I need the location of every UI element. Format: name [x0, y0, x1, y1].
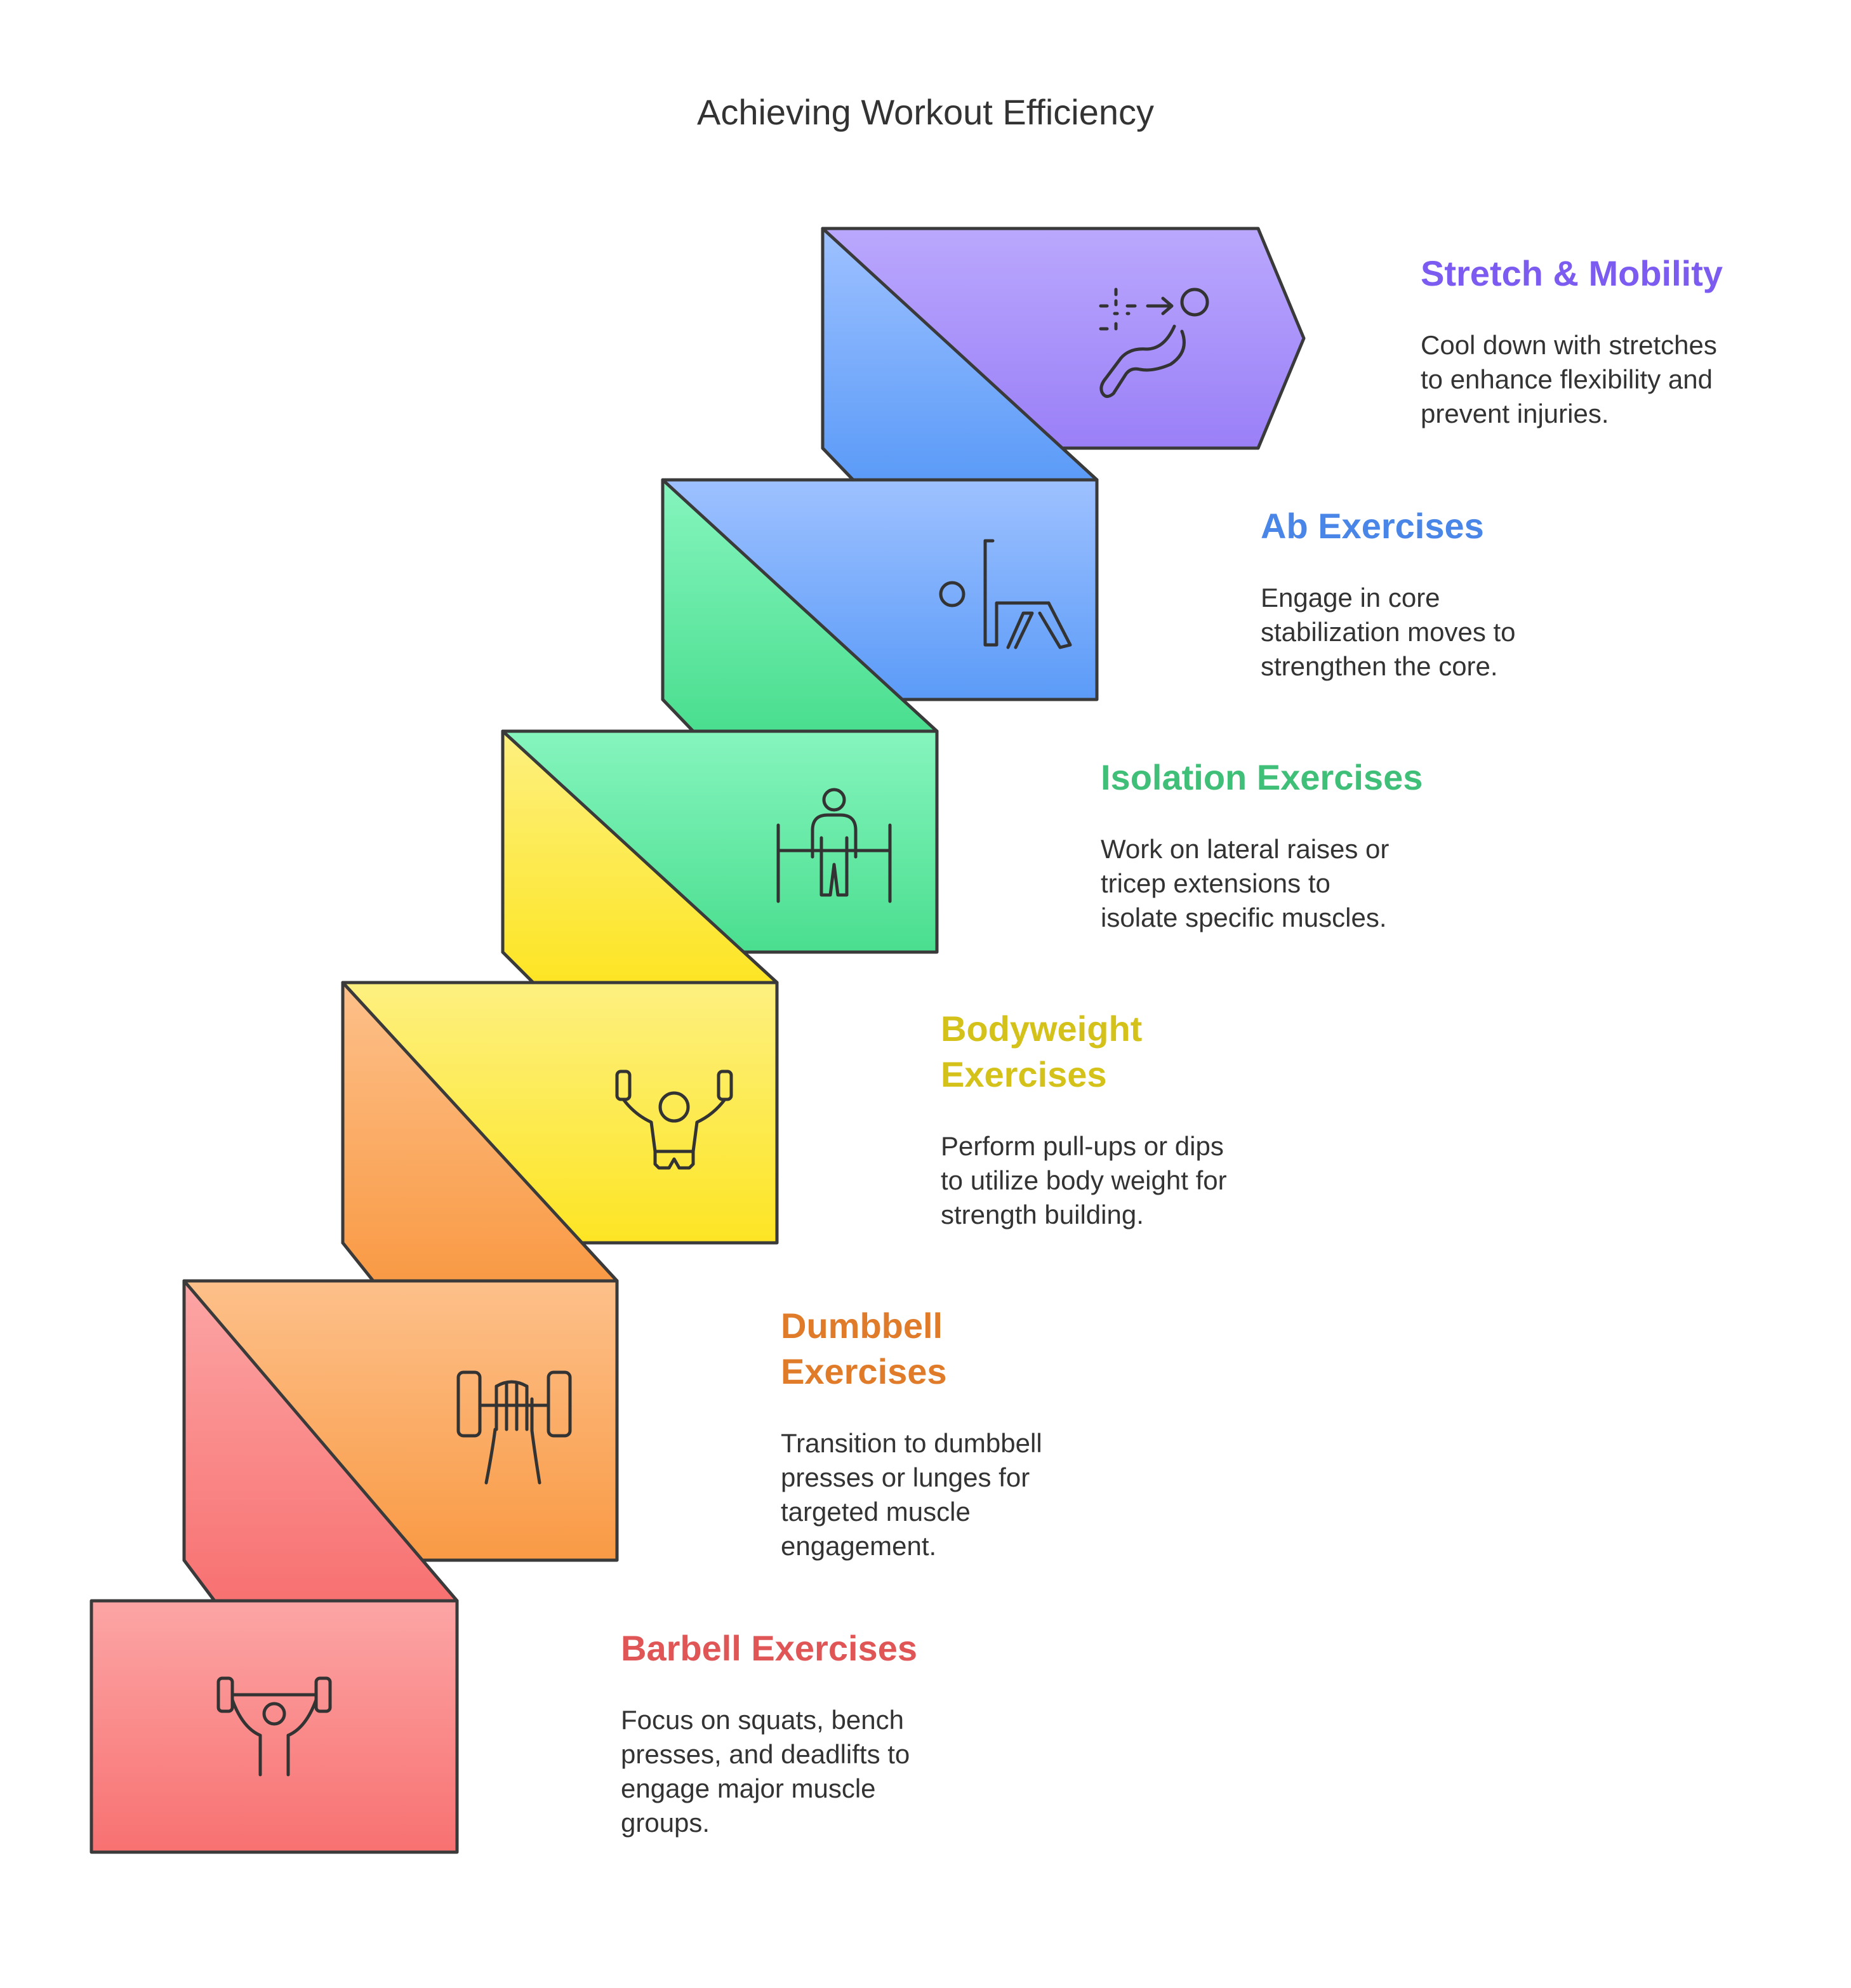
- step-title-bodyweight: Exercises: [941, 1054, 1107, 1094]
- fold-barbell: [182, 1279, 459, 1603]
- step-description-bodyweight: strength building.: [941, 1200, 1144, 1229]
- step-description-stretch: to enhance flexibility and: [1421, 364, 1713, 394]
- step-description-ab: strengthen the core.: [1261, 651, 1498, 681]
- step-description-stretch: prevent injuries.: [1421, 399, 1609, 428]
- step-title-stretch: Stretch & Mobility: [1421, 253, 1723, 293]
- step-description-dumbbell: presses or lunges for: [781, 1462, 1030, 1492]
- fold-dumbbell: [341, 981, 619, 1283]
- step-description-ab: stabilization moves to: [1261, 617, 1516, 647]
- step-description-bodyweight: to utilize body weight for: [941, 1165, 1227, 1195]
- step-title-ab: Ab Exercises: [1261, 506, 1484, 546]
- step-description-dumbbell: targeted muscle: [781, 1497, 971, 1527]
- step-description-barbell: presses, and deadlifts to: [621, 1739, 910, 1769]
- stair-shapes: [90, 227, 1306, 1854]
- step-title-dumbbell: Dumbbell: [781, 1306, 943, 1346]
- fold-isolation: [661, 478, 939, 733]
- step-description-barbell: Focus on squats, bench: [621, 1705, 904, 1735]
- side-bend-icon: [939, 539, 1072, 649]
- step-description-dumbbell: engagement.: [781, 1531, 936, 1561]
- step-description-barbell: groups.: [621, 1808, 710, 1838]
- fold-bodyweight: [501, 729, 779, 984]
- step-description-barbell: engage major muscle: [621, 1773, 876, 1803]
- step-description-ab: Engage in core: [1261, 583, 1440, 613]
- step-description-isolation: Work on lateral raises or: [1101, 834, 1389, 864]
- parallel-bars-icon: [776, 788, 892, 903]
- diagram-title: Achieving Workout Efficiency: [697, 92, 1154, 132]
- step-description-stretch: Cool down with stretches: [1421, 330, 1717, 360]
- stretching-icon: [1099, 288, 1209, 398]
- step-icons: [216, 288, 1209, 1777]
- dumbbell-hand-icon: [456, 1370, 572, 1485]
- step-title-dumbbell: Exercises: [781, 1351, 947, 1391]
- fold-ab: [821, 227, 1099, 482]
- step-description-isolation: tricep extensions to: [1101, 868, 1330, 898]
- barbell-lift-icon: [216, 1676, 332, 1777]
- step-description-bodyweight: Perform pull-ups or dips: [941, 1131, 1224, 1161]
- step-title-bodyweight: Bodyweight: [941, 1009, 1142, 1049]
- step-title-barbell: Barbell Exercises: [621, 1628, 917, 1668]
- step-panel-barbell: [90, 1599, 459, 1854]
- step-description-isolation: isolate specific muscles.: [1101, 903, 1387, 932]
- pull-up-icon: [615, 1070, 733, 1170]
- step-description-dumbbell: Transition to dumbbell: [781, 1428, 1042, 1458]
- step-title-isolation: Isolation Exercises: [1101, 757, 1423, 797]
